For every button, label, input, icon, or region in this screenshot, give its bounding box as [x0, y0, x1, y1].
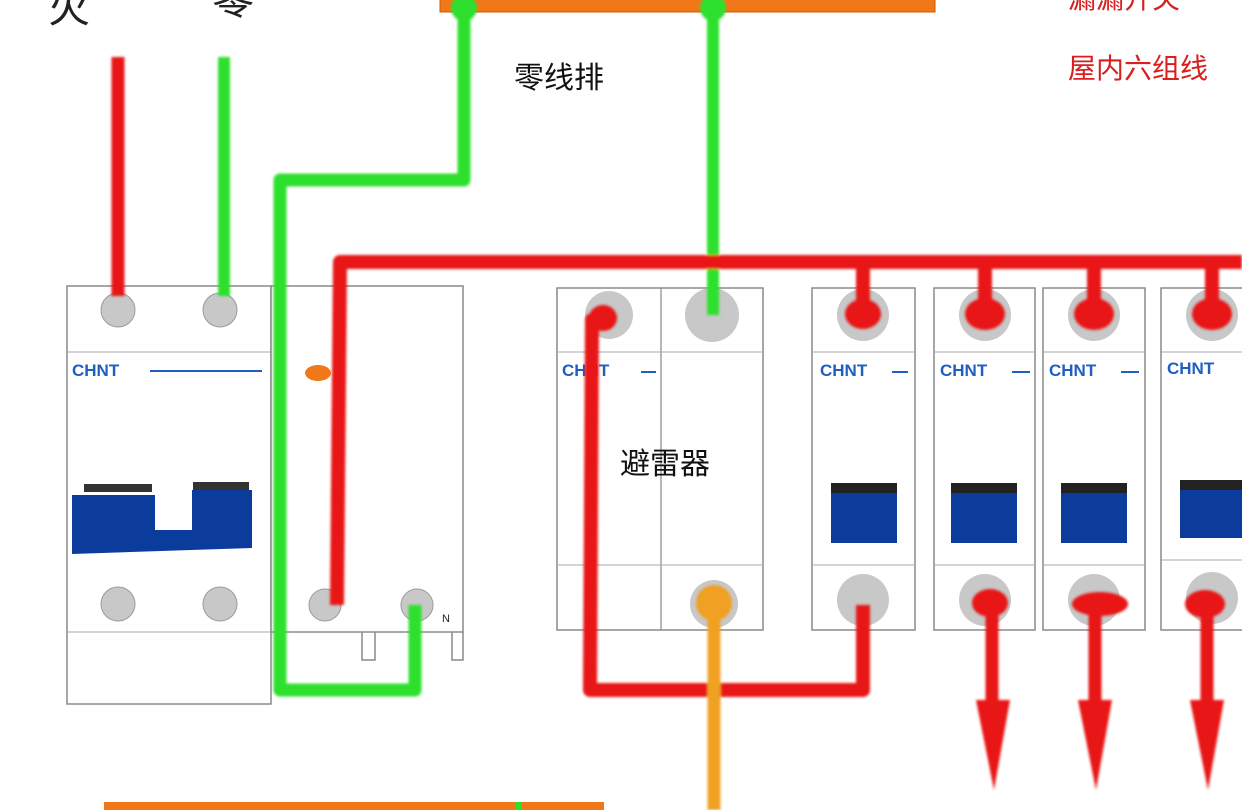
- ground-busbar-mark: [516, 802, 522, 810]
- neutral-busbar-label: 零线排: [514, 61, 604, 96]
- branch-breaker-4: CHNT: [1160, 287, 1242, 631]
- brand-logo: CHNT: [820, 361, 868, 380]
- output-arrow: [1072, 592, 1128, 790]
- indicator-light: [305, 365, 331, 381]
- live-distribution-wire: [330, 255, 1242, 606]
- ground-busbar: [104, 802, 604, 810]
- terminal-screw: [202, 292, 238, 328]
- brand-logo: CHNT: [72, 361, 120, 380]
- note-line-2: 屋内六组线: [1068, 52, 1208, 85]
- live-input-label: 火: [48, 0, 90, 32]
- terminal-screw: [837, 574, 889, 626]
- neutral-busbar: [439, 0, 936, 13]
- main-breaker: CHNT: [66, 285, 272, 705]
- neutral-return-wire: [273, 0, 471, 697]
- terminal-screw: [100, 292, 136, 328]
- breaker-handle: [72, 490, 252, 554]
- branch-breaker-2: CHNT: [933, 287, 1036, 631]
- branch-breaker-3: CHNT: [1042, 287, 1146, 631]
- branch-breaker-1: CHNT: [811, 287, 916, 631]
- neutral-input-label: 零: [212, 0, 254, 24]
- note-line-1: 漏漏开关: [1068, 0, 1180, 15]
- neutral-terminal-label: N: [442, 613, 450, 625]
- terminal-screw: [100, 586, 136, 622]
- brand-logo: CHNT: [1049, 361, 1097, 380]
- terminal-screw: [202, 586, 238, 622]
- brand-logo: CHNT: [940, 361, 988, 380]
- surge-protector-label: 避雷器: [620, 447, 710, 482]
- leakage-module: N: [270, 285, 464, 661]
- output-arrow: [1185, 590, 1225, 790]
- output-arrow: [972, 589, 1010, 790]
- brand-logo: CHNT: [1167, 359, 1215, 378]
